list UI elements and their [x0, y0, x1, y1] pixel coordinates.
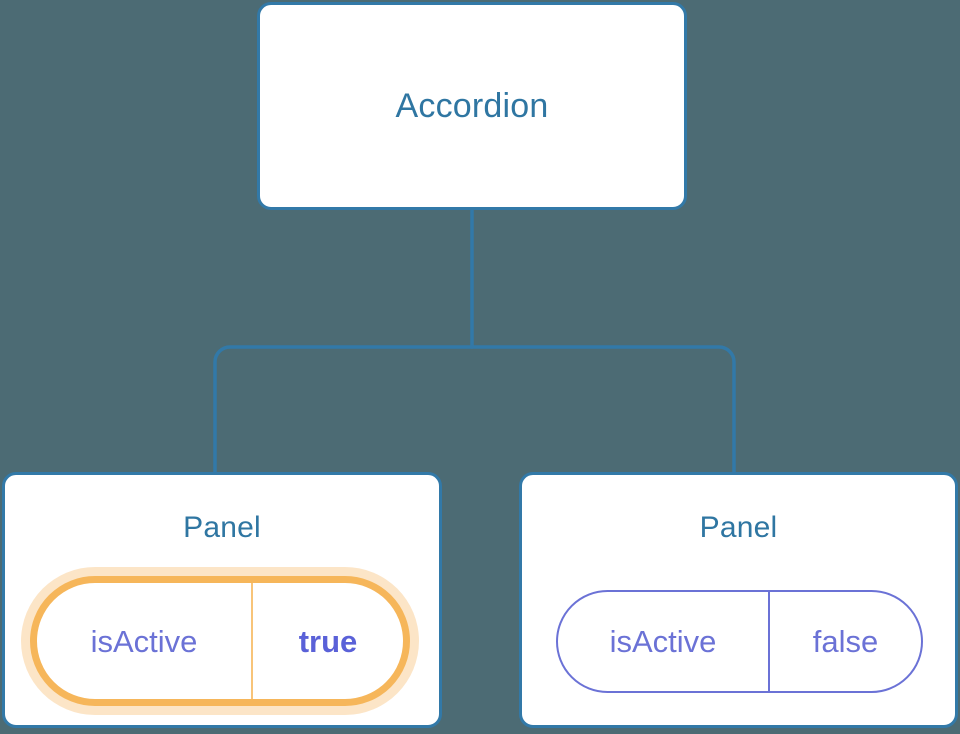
- component-node-accordion[interactable]: Accordion: [257, 2, 687, 210]
- prop-pill-active-wrapper: isActive true: [30, 576, 410, 706]
- prop-pill-inactive-wrapper: isActive false: [556, 590, 923, 693]
- connector-branch-left: [213, 345, 474, 474]
- prop-value: false: [812, 624, 879, 659]
- connector-branch-right: [470, 345, 736, 474]
- node-title: Panel: [183, 511, 261, 544]
- node-title: Panel: [699, 511, 778, 544]
- prop-key: isActive: [558, 592, 770, 691]
- prop-key: isActive: [37, 583, 253, 699]
- prop-value: true: [298, 623, 358, 659]
- prop-pill-inactive[interactable]: isActive false: [556, 590, 923, 693]
- prop-pill-active[interactable]: isActive true: [30, 576, 410, 706]
- node-title: Accordion: [395, 87, 549, 125]
